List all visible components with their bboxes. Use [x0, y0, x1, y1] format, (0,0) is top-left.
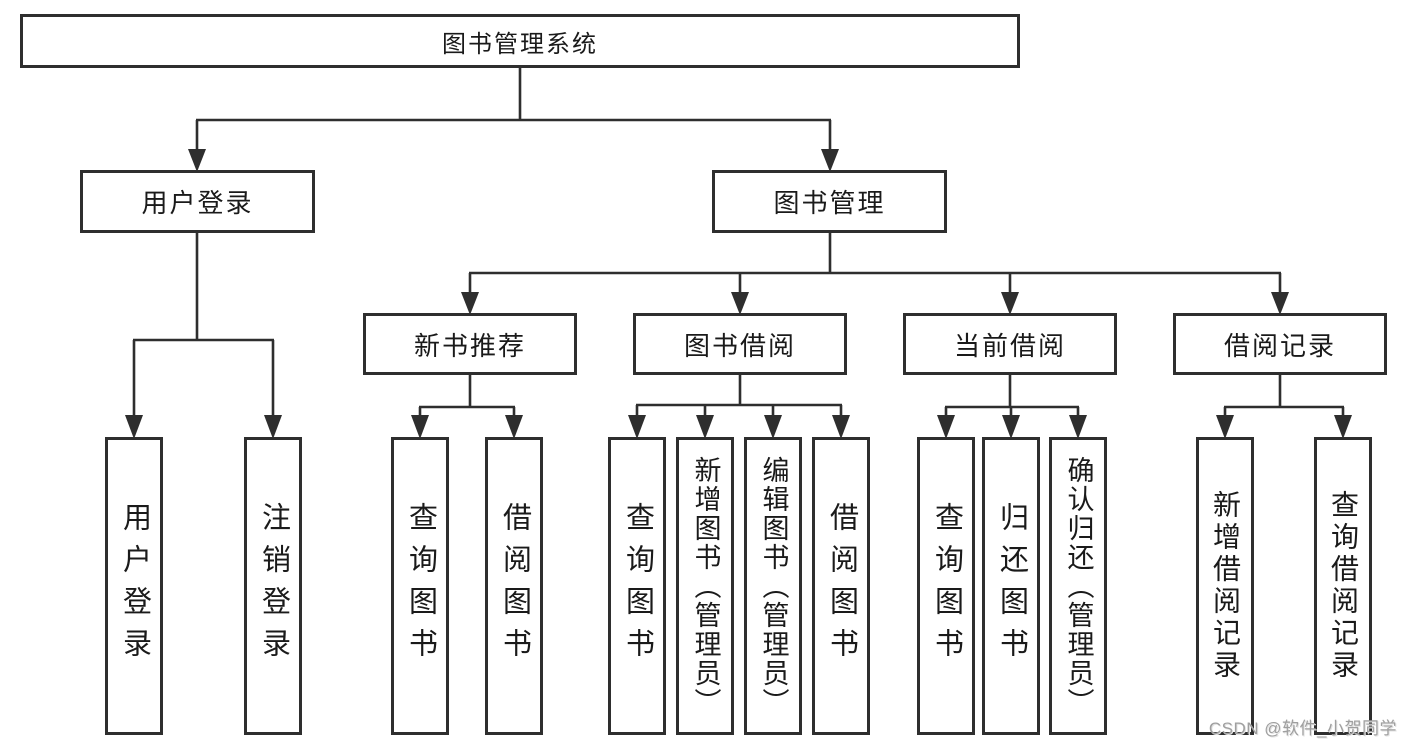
leaf-logout: 注销登录	[244, 437, 302, 735]
leaf-borrow-book-borrowing: 借阅图书	[812, 437, 870, 735]
node-root-label: 图书管理系统	[442, 30, 598, 58]
leaf-add-book-admin-label: 新增图书（管理员）	[690, 455, 721, 717]
leaf-return-book: 归还图书	[982, 437, 1040, 735]
leaf-confirm-return-admin: 确认归还（管理员）	[1049, 437, 1107, 735]
leaf-query-book-current: 查询图书	[917, 437, 975, 735]
leaf-user-login-label: 用户登录	[118, 502, 151, 670]
leaf-edit-book-admin: 编辑图书（管理员）	[744, 437, 802, 735]
node-user-login: 用户登录	[80, 170, 315, 233]
node-borrowing-records: 借阅记录	[1173, 313, 1387, 375]
node-book-management-label: 图书管理	[773, 188, 886, 218]
leaf-add-borrow-record: 新增借阅记录	[1196, 437, 1254, 735]
leaf-add-book-admin: 新增图书（管理员）	[676, 437, 734, 735]
node-new-book-recommendation-label: 新书推荐	[413, 330, 526, 361]
node-book-management: 图书管理	[712, 170, 947, 233]
leaf-query-book-current-label: 查询图书	[930, 502, 963, 670]
node-root: 图书管理系统	[20, 14, 1020, 68]
node-book-borrowing: 图书借阅	[633, 313, 847, 375]
leaf-query-book-recommend-label: 查询图书	[404, 502, 437, 670]
csdn-watermark: CSDN @软件_小贺同学	[1208, 719, 1397, 738]
leaf-confirm-return-admin-label: 确认归还（管理员）	[1063, 455, 1094, 717]
leaf-return-book-label: 归还图书	[995, 502, 1028, 670]
leaf-query-book-borrowing-label: 查询图书	[621, 502, 654, 670]
node-current-borrowing-label: 当前借阅	[953, 330, 1066, 361]
leaf-query-book-recommend: 查询图书	[391, 437, 449, 735]
leaf-edit-book-admin-label: 编辑图书（管理员）	[758, 455, 789, 717]
leaf-borrow-book-recommend-label: 借阅图书	[498, 502, 531, 670]
leaf-query-book-borrowing: 查询图书	[608, 437, 666, 735]
leaf-query-borrow-record-label: 查询借阅记录	[1328, 490, 1359, 682]
node-current-borrowing: 当前借阅	[903, 313, 1117, 375]
leaf-add-borrow-record-label: 新增借阅记录	[1210, 490, 1241, 682]
node-user-login-label: 用户登录	[141, 188, 254, 218]
leaf-query-borrow-record: 查询借阅记录	[1314, 437, 1372, 735]
leaf-borrow-book-borrowing-label: 借阅图书	[825, 502, 858, 670]
leaf-logout-label: 注销登录	[257, 502, 290, 670]
node-borrowing-records-label: 借阅记录	[1223, 330, 1336, 361]
leaf-user-login: 用户登录	[105, 437, 163, 735]
leaf-borrow-book-recommend: 借阅图书	[485, 437, 543, 735]
node-book-borrowing-label: 图书借阅	[683, 330, 796, 361]
node-new-book-recommendation: 新书推荐	[363, 313, 577, 375]
